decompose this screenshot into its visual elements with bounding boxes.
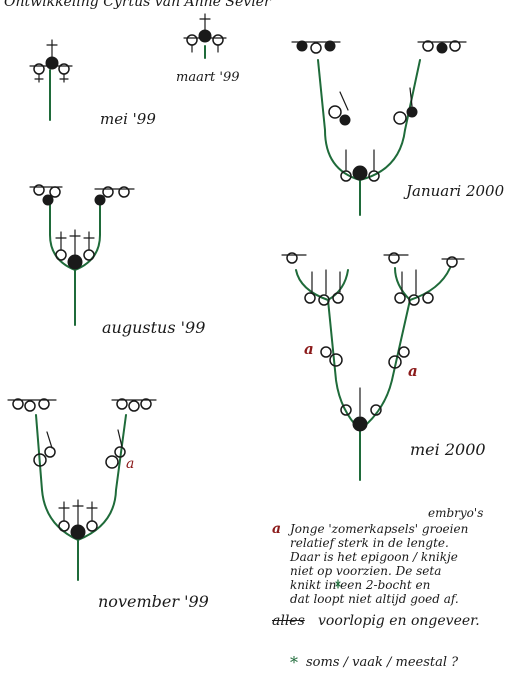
legend-text: soms / vaak / meestal ? [306, 656, 458, 670]
label-maart-99: maart '99 [176, 70, 240, 85]
label-augustus-99: augustus '99 [102, 318, 205, 337]
note-embryos: embryo's [428, 506, 483, 520]
sketch-november-99 [8, 399, 156, 580]
label-november-99: november '99 [98, 592, 209, 611]
marker-a-mei-2000-right: a [408, 362, 418, 380]
note-line-3: Daar is het epigoon / knikje [290, 550, 458, 564]
label-mei-2000: mei 2000 [410, 440, 486, 459]
label-mei-99: mei '99 [100, 110, 156, 128]
note-line-1: Jonge 'zomerkapsels' groeien [290, 522, 468, 536]
marker-a-november: a [126, 456, 134, 472]
sketch-mei-99 [30, 40, 72, 120]
note-line-5: knikt in een 2-bocht en [290, 578, 430, 592]
note-line-2: relatief sterk in de lengte. [290, 536, 449, 550]
label-januari-2000: Januari 2000 [406, 182, 504, 200]
note-marker-a: a [272, 522, 281, 536]
marker-a-mei-2000-left: a [304, 340, 314, 358]
note-line-7: voorlopig en ongeveer. [318, 614, 480, 628]
sketch-maart-99 [184, 14, 226, 58]
note-line-6: dat loopt niet altijd goed af. [290, 592, 459, 606]
note-line-4: niet op voorzien. De seta [290, 564, 441, 578]
legend-star-icon: * [290, 656, 298, 670]
sketch-augustus-99 [30, 185, 134, 325]
note-crossed-out: alles [272, 614, 305, 628]
